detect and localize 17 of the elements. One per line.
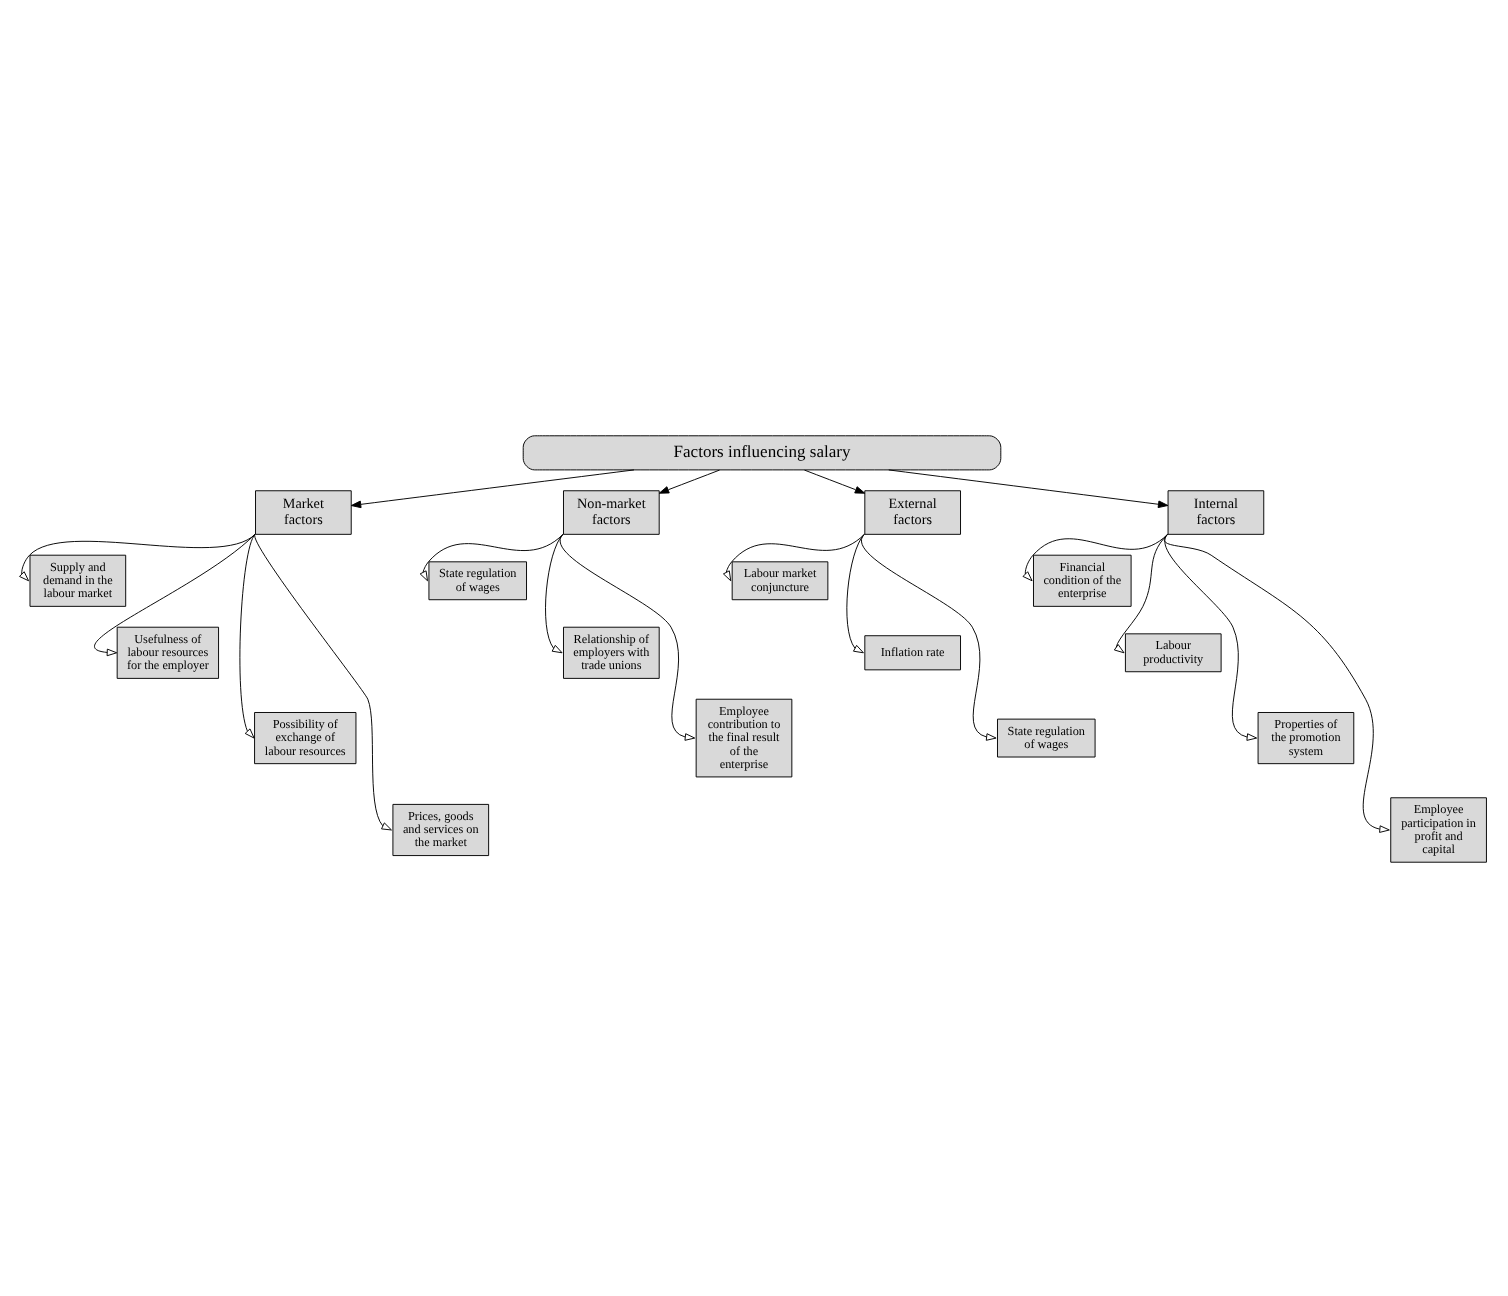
arrow [658, 468, 721, 493]
arrow [1164, 532, 1258, 740]
arrow [94, 532, 256, 656]
arrow [888, 468, 1169, 508]
arrow [419, 532, 564, 581]
arrow [350, 468, 635, 508]
arrow [1113, 532, 1169, 653]
arrow [722, 532, 865, 581]
node-box: Factors influencing salary [522, 434, 1002, 470]
arrow [545, 532, 564, 653]
arrow [1163, 532, 1390, 832]
arrow [861, 532, 997, 740]
arrow [19, 532, 256, 581]
arrow [1022, 532, 1169, 581]
arrow [239, 532, 256, 738]
arrow [846, 532, 865, 653]
arrow [803, 468, 866, 493]
